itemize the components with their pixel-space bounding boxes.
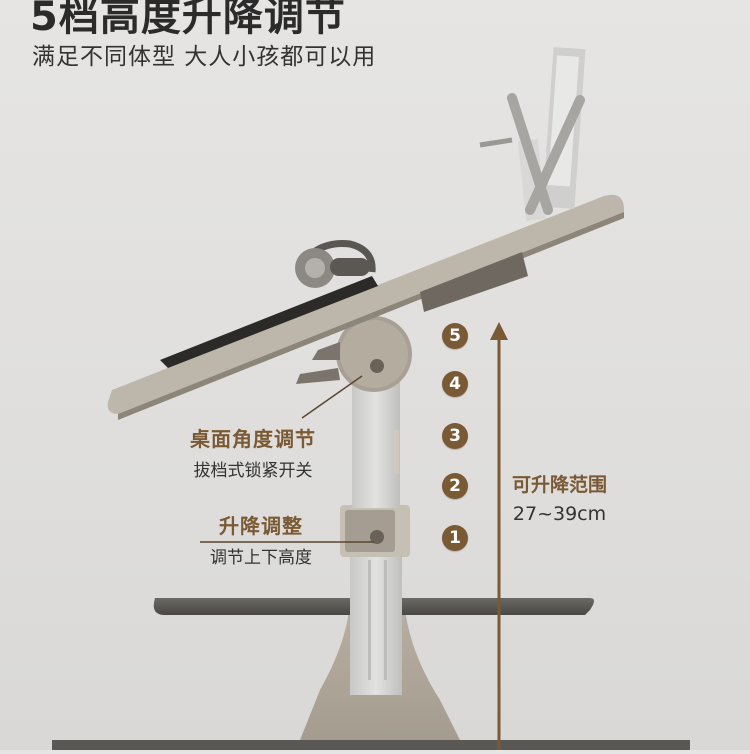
angle-callout-detail: 拔档式锁紧开关 bbox=[193, 461, 313, 481]
page-title: 5档高度升降调节 bbox=[30, 0, 346, 40]
floor-base bbox=[52, 740, 690, 750]
height-level-2: 2 bbox=[442, 473, 468, 499]
lift-callout-title: 升降调整 bbox=[219, 514, 303, 538]
height-level-4: 4 bbox=[442, 371, 468, 397]
height-level-5: 5 bbox=[442, 323, 468, 349]
book-stand-icon bbox=[479, 47, 586, 221]
lift-knob-icon bbox=[370, 530, 384, 544]
up-arrow-icon bbox=[490, 322, 508, 750]
upper-pole bbox=[352, 380, 400, 508]
height-level-3: 3 bbox=[442, 423, 468, 449]
height-range-value: 27~39cm bbox=[512, 503, 607, 525]
desk-drawer bbox=[420, 252, 528, 312]
height-range: 可升降范围 27~39cm bbox=[512, 470, 607, 525]
angle-knob-icon bbox=[370, 359, 384, 373]
lift-callout: 升降调整 调节上下高度 bbox=[210, 510, 312, 568]
height-range-label: 可升降范围 bbox=[512, 474, 608, 496]
page-subtitle: 满足不同体型 大人小孩都可以用 bbox=[32, 44, 377, 70]
headphones-icon bbox=[295, 239, 376, 288]
desk-top bbox=[107, 194, 625, 414]
angle-callout: 桌面角度调节 拔档式锁紧开关 bbox=[190, 423, 316, 481]
height-level-1: 1 bbox=[442, 525, 468, 551]
angle-callout-title: 桌面角度调节 bbox=[190, 427, 316, 451]
lift-callout-detail: 调节上下高度 bbox=[210, 548, 312, 568]
tablet-icon bbox=[160, 276, 378, 368]
